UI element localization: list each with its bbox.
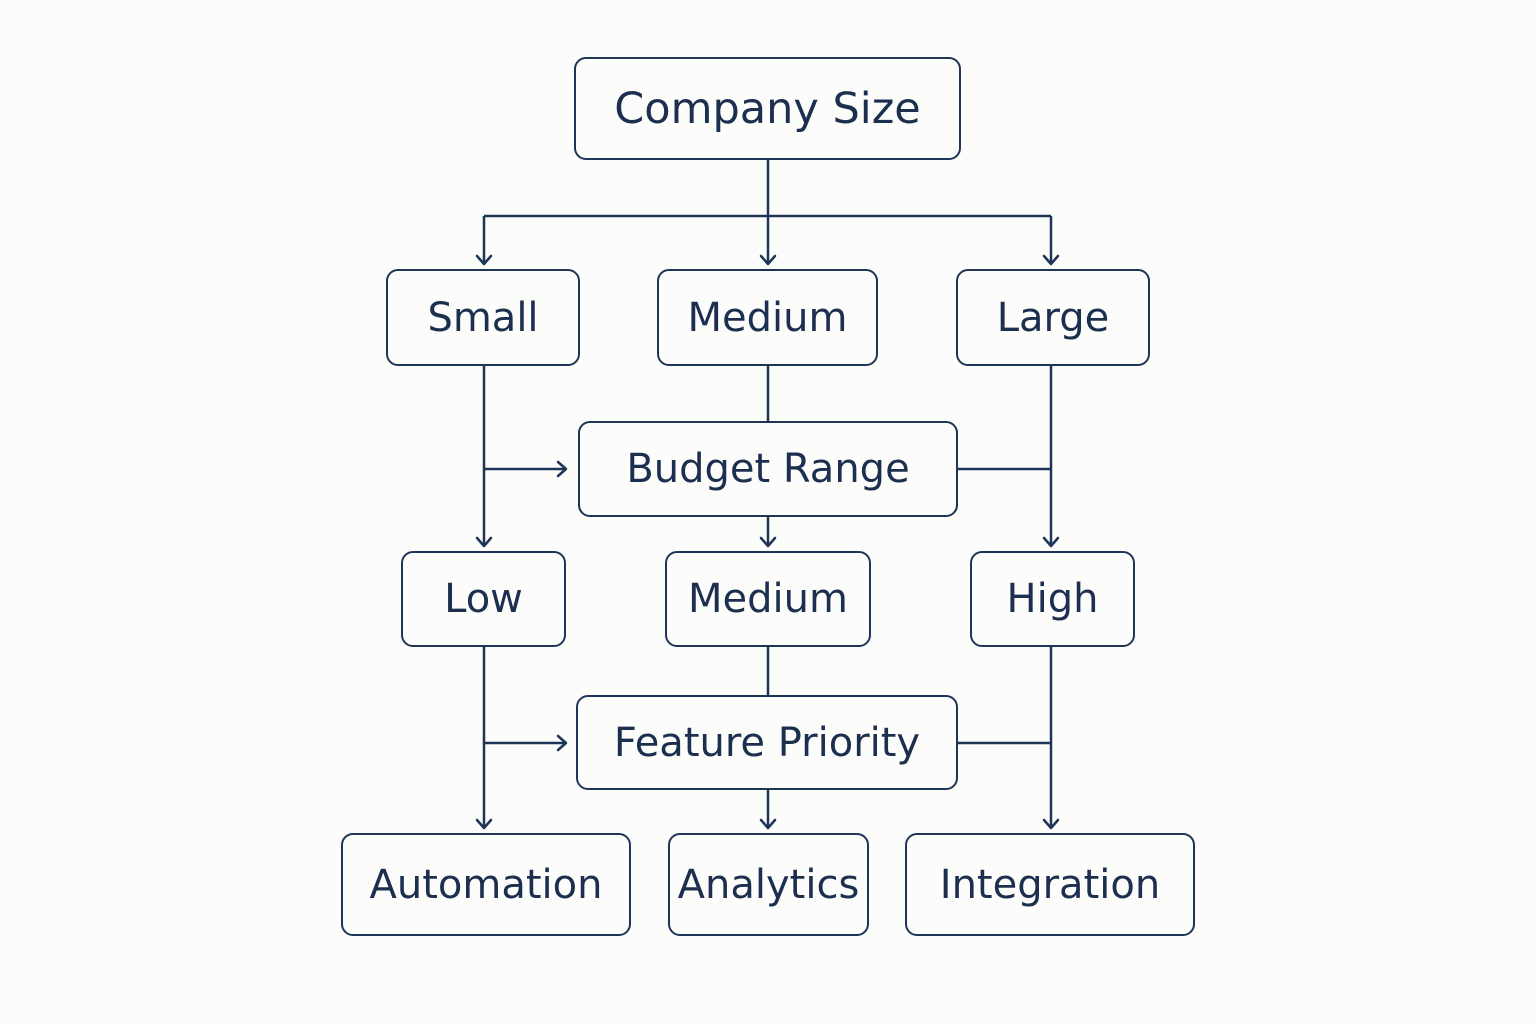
node-feature-priority: Feature Priority bbox=[576, 695, 958, 790]
node-size-small: Small bbox=[386, 269, 580, 366]
node-company-size: Company Size bbox=[574, 57, 961, 160]
node-feature-integration: Integration bbox=[905, 833, 1195, 936]
node-size-large: Large bbox=[956, 269, 1150, 366]
node-budget-high: High bbox=[970, 551, 1135, 647]
node-feature-analytics: Analytics bbox=[668, 833, 869, 936]
node-budget-medium: Medium bbox=[665, 551, 871, 647]
node-budget-low: Low bbox=[401, 551, 566, 647]
node-budget-range: Budget Range bbox=[578, 421, 958, 517]
node-feature-automation: Automation bbox=[341, 833, 631, 936]
node-size-medium: Medium bbox=[657, 269, 878, 366]
